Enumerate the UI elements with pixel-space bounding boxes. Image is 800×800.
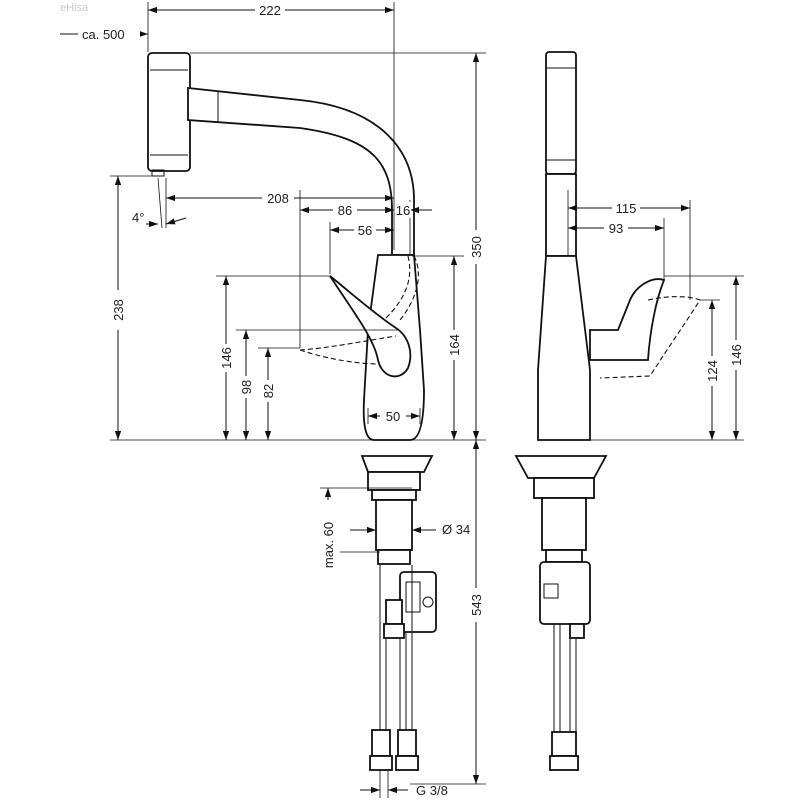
watermark: eHisa xyxy=(60,2,89,14)
side-check-valve xyxy=(539,561,591,625)
dim-50: 50 xyxy=(386,409,400,424)
side-body xyxy=(537,255,591,441)
side-view xyxy=(514,51,701,771)
mounting-plate xyxy=(360,455,434,473)
threaded-shank xyxy=(375,499,413,551)
hose-nut-right xyxy=(395,755,419,771)
dim-146-side: 146 xyxy=(729,344,744,366)
dim-238: 238 xyxy=(111,299,126,321)
dim-208: 208 xyxy=(267,191,289,206)
dimension-labels: 222 ca. 500 208 86 16 56 4° 238 146 98 8… xyxy=(78,2,746,798)
dim-g-3-8: G 3/8 xyxy=(416,783,448,798)
dim-350: 350 xyxy=(469,236,484,258)
dim-543: 543 xyxy=(469,594,484,616)
dim-diameter-34: Ø 34 xyxy=(442,522,470,537)
dim-max-60: max. 60 xyxy=(321,522,336,568)
dim-124: 124 xyxy=(705,360,720,382)
dim-222: 222 xyxy=(259,3,281,18)
dim-164: 164 xyxy=(447,334,462,356)
spray-head xyxy=(147,52,191,172)
side-handle xyxy=(589,278,666,361)
mounting-nut xyxy=(367,471,421,491)
dim-98: 98 xyxy=(239,380,254,394)
dim-4-degree: 4° xyxy=(132,210,144,225)
side-handle-alt xyxy=(599,296,701,379)
dim-86: 86 xyxy=(338,203,352,218)
side-mounting-plate xyxy=(514,455,608,479)
lever-handle xyxy=(329,275,412,378)
dim-82: 82 xyxy=(261,384,276,398)
dim-93: 93 xyxy=(609,221,623,236)
dim-146-front: 146 xyxy=(219,347,234,369)
dim-115: 115 xyxy=(616,201,637,216)
handle-alt-position xyxy=(299,335,397,351)
check-valve-box xyxy=(399,571,437,633)
dim-ca-500: ca. 500 xyxy=(82,27,125,42)
hose-nut-left xyxy=(369,755,393,771)
fitting xyxy=(385,599,403,625)
side-spray-head xyxy=(545,51,577,175)
dim-56: 56 xyxy=(358,223,372,238)
dim-16: 16 xyxy=(396,203,410,218)
